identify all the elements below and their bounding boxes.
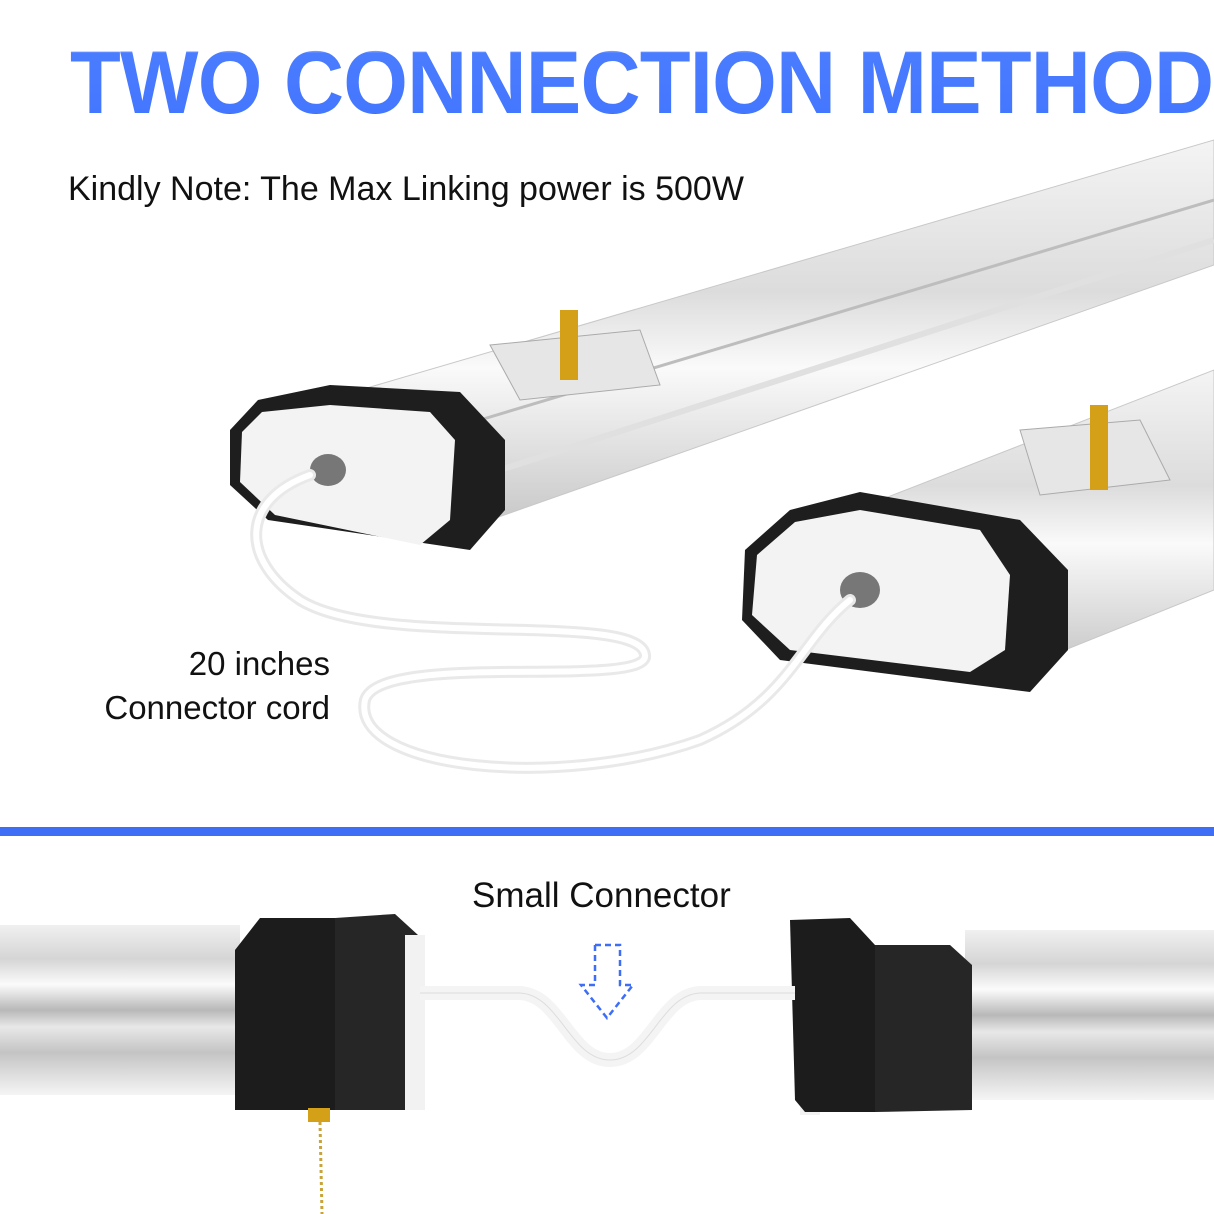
mounting-bolt [560,310,578,380]
small-connector [420,986,795,1068]
end-cap-left [235,914,425,1214]
end-cap-right [790,918,972,1115]
mounting-bolt [1090,405,1108,490]
cord-name: Connector cord [104,689,330,726]
dashed-arrow-down-icon [578,943,636,1021]
pull-chain [318,1121,324,1214]
power-note: Kindly Note: The Max Linking power is 50… [68,170,744,208]
cord-length: 20 inches [188,645,330,682]
section-divider [0,827,1214,836]
cord-label: 20 inches Connector cord [104,642,330,730]
page-title: TWO CONNECTION METHODS [70,38,1214,127]
small-connector-label: Small Connector [472,876,731,915]
fixture-bar-left [0,925,240,1095]
fixture-bar-right [965,930,1214,1100]
fixture-upper-left [230,139,1214,550]
